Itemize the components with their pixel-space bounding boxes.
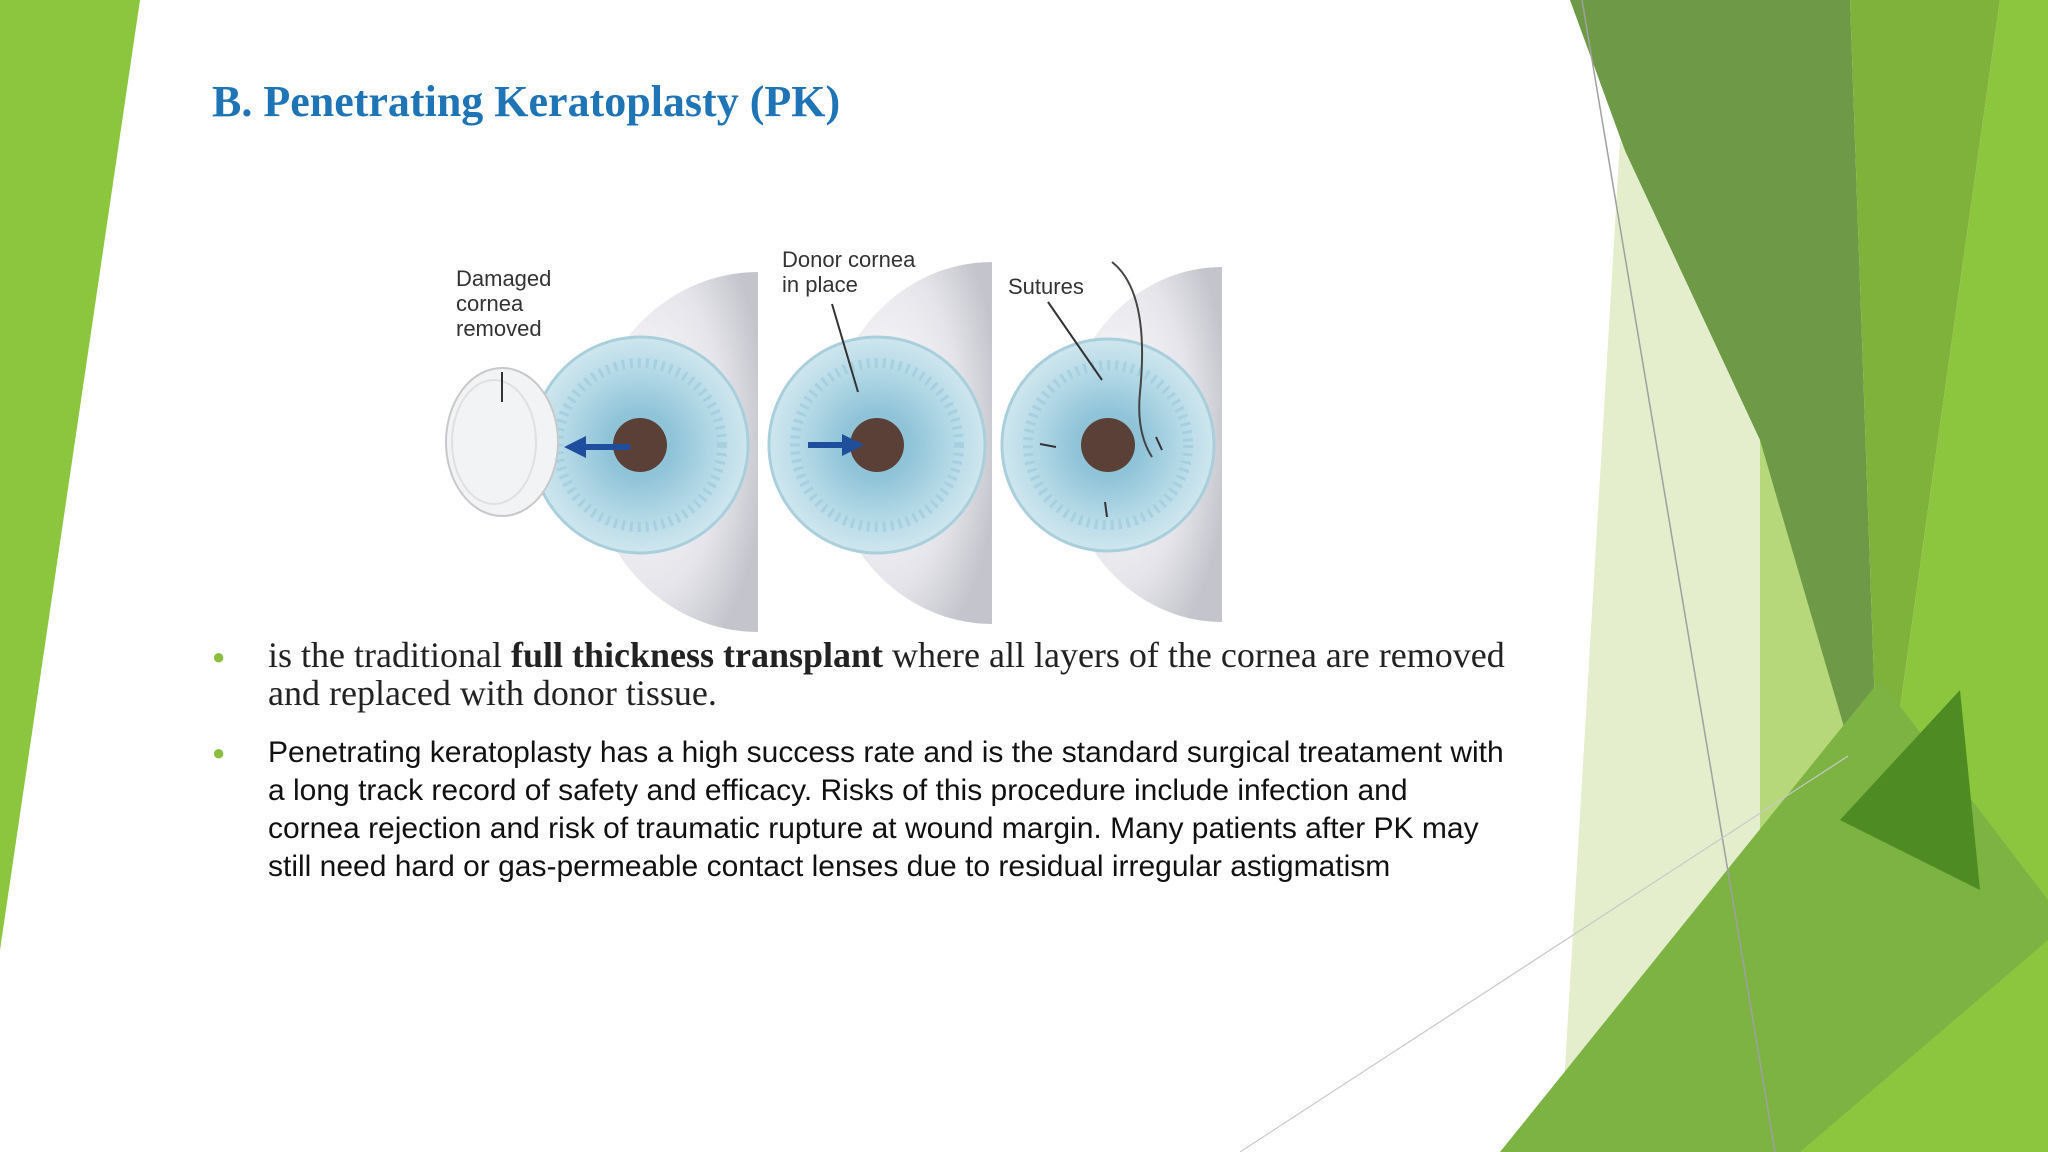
decor-line-2 [1239, 755, 1849, 1152]
right-panel-mid [1850, 0, 2000, 850]
decor-line-1 [1581, 0, 1776, 1152]
label-donor-line2: in place [782, 272, 858, 297]
label-damaged-line2: cornea [456, 291, 524, 316]
bullet-1-bold: full thickness transplant [510, 635, 884, 675]
right-panel-lower-dark [1840, 690, 1980, 890]
bullet-dot-icon: ● [212, 644, 226, 669]
bullet-item-2: ● Penetrating keratoplasty has a high su… [206, 734, 1506, 886]
label-damaged-line3: removed [456, 316, 542, 341]
eye-sutures: Sutures [1000, 261, 1222, 622]
bullet-1-text-end: where all layers of the cornea are remov… [268, 635, 1505, 713]
left-green-wedge [0, 0, 140, 950]
bullet-1-text: is the traditional [268, 635, 511, 675]
bullet-item-1: ● is the traditional full thickness tran… [206, 636, 1506, 712]
keratoplasty-illustration: Damaged cornea removed Donor cornea in p… [440, 232, 1230, 632]
bullet-2-text: Penetrating keratoplasty has a high succ… [268, 736, 1504, 883]
eye-damaged-cornea-removed: Damaged cornea removed [445, 266, 758, 632]
bullet-list: ● is the traditional full thickness tran… [206, 636, 1506, 886]
label-damaged-line1: Damaged [456, 266, 551, 291]
eye-donor-cornea-in-place: Donor cornea in place [767, 247, 992, 624]
bullet-dot-icon: ● [212, 740, 226, 765]
label-sutures: Sutures [1008, 274, 1084, 299]
label-donor-line1: Donor cornea [782, 247, 916, 272]
right-panel-corner [1800, 940, 2048, 1152]
slide-title: B. Penetrating Keratoplasty (PK) [212, 77, 841, 126]
